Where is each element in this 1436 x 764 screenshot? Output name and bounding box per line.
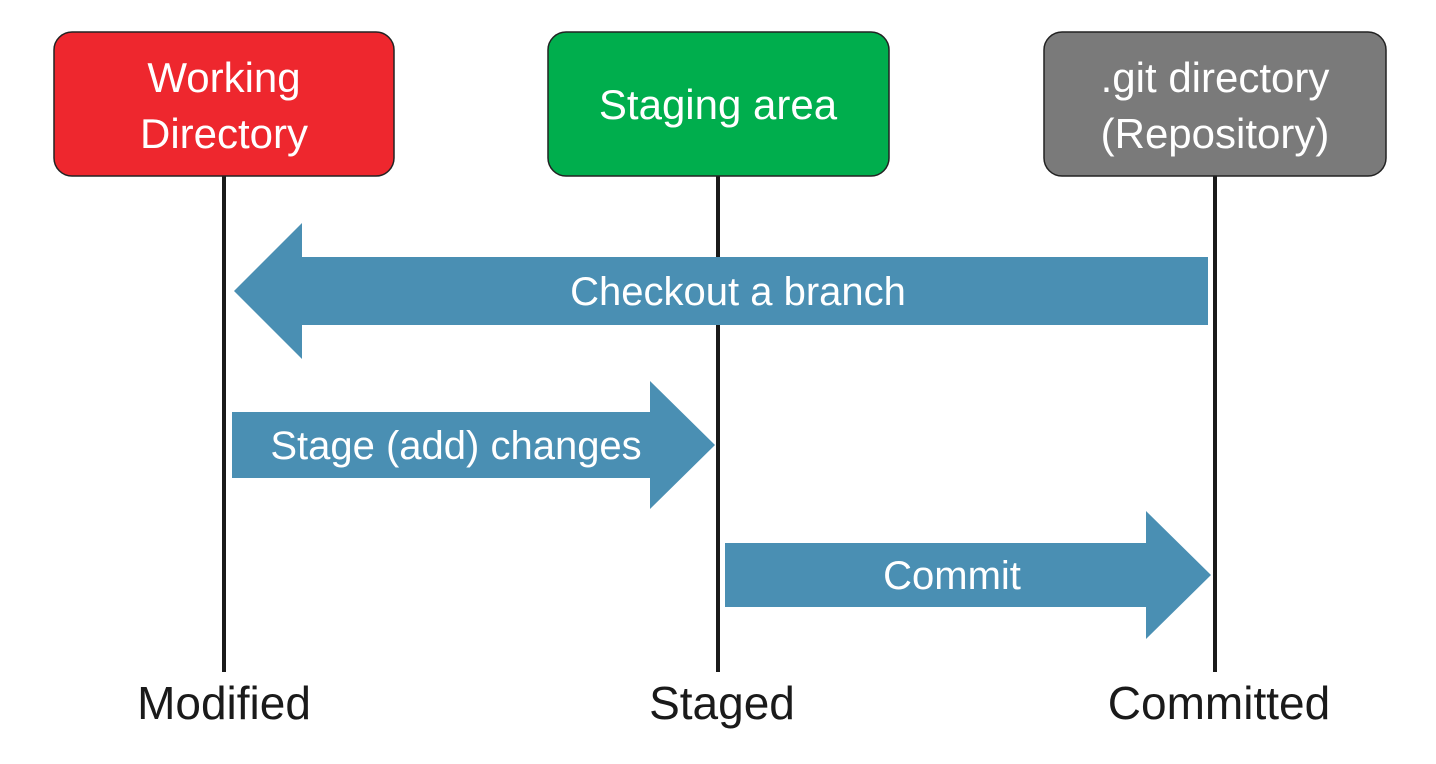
working-directory-label-line2: Directory: [140, 110, 308, 157]
staging-area-label: Staging area: [599, 81, 838, 128]
commit-arrow: Commit: [725, 511, 1211, 639]
working-directory-label-line1: Working: [147, 54, 300, 101]
repository-box: .git directory (Repository): [1043, 31, 1387, 177]
repository-label-line1: .git directory: [1101, 54, 1330, 101]
stage-arrow: Stage (add) changes: [232, 381, 715, 509]
commit-arrow-label: Commit: [883, 554, 1021, 598]
staged-state-label: Staged: [649, 677, 795, 729]
committed-state-label: Committed: [1108, 677, 1330, 729]
staging-area-box: Staging area: [547, 31, 890, 177]
commit-arrow-shape: [725, 511, 1211, 639]
checkout-arrow-shape: [234, 223, 1208, 359]
staging-area-box-shape: [547, 31, 890, 177]
modified-state-label: Modified: [137, 677, 311, 729]
checkout-arrow-label: Checkout a branch: [570, 270, 906, 314]
stage-arrow-shape: [232, 381, 715, 509]
working-directory-box: Working Directory: [53, 31, 395, 177]
working-directory-box-shape: [53, 31, 395, 177]
stage-arrow-label: Stage (add) changes: [270, 424, 641, 468]
repository-label-line2: (Repository): [1101, 110, 1330, 157]
repository-box-shape: [1043, 31, 1387, 177]
checkout-arrow: Checkout a branch: [234, 223, 1208, 359]
